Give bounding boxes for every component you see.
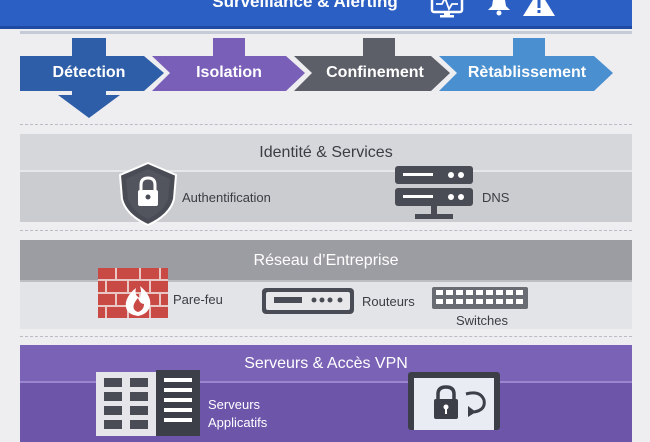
router-icon bbox=[262, 288, 354, 314]
banner-icons bbox=[430, 0, 555, 18]
switch-icon bbox=[432, 287, 528, 309]
layer-network-title: Réseau d’Entreprise bbox=[253, 252, 399, 269]
firewall-icon bbox=[98, 268, 168, 318]
item-pare-feu: Pare-feu bbox=[173, 292, 223, 307]
laptop-lock-icon bbox=[408, 372, 500, 430]
warning-icon bbox=[523, 0, 555, 16]
stage-detection bbox=[20, 38, 164, 118]
stage-confinement bbox=[294, 38, 450, 91]
item-dns: DNS bbox=[482, 190, 510, 205]
bell-icon bbox=[488, 0, 510, 16]
item-routeurs: Routeurs bbox=[362, 294, 415, 309]
item-switches: Switches bbox=[456, 313, 509, 328]
banner-divider bbox=[20, 31, 632, 34]
stage-label-retablissement: Rètablissement bbox=[467, 64, 587, 81]
stage-label-detection: Détection bbox=[52, 64, 126, 81]
layer-servers-title: Serveurs & Accès VPN bbox=[244, 355, 408, 372]
divider-2 bbox=[20, 230, 632, 231]
layer-identity-title: Identité & Services bbox=[259, 144, 393, 161]
stage-flow bbox=[20, 38, 613, 118]
shield-lock-icon bbox=[118, 161, 178, 227]
divider-3 bbox=[20, 336, 632, 337]
item-applicatifs: Applicatifs bbox=[208, 415, 268, 430]
server-rack-icon bbox=[96, 370, 200, 436]
stage-label-confinement: Confinement bbox=[326, 64, 424, 81]
item-serveurs: Serveurs bbox=[208, 397, 261, 412]
monitor-icon bbox=[430, 0, 464, 18]
stage-isolation bbox=[152, 38, 305, 91]
divider-1 bbox=[20, 124, 632, 125]
item-authentification: Authentification bbox=[182, 190, 271, 205]
banner-title: Surveillance & Alerting bbox=[212, 0, 398, 11]
stage-retablissement bbox=[439, 38, 613, 91]
server-icon bbox=[395, 166, 473, 219]
stage-label-isolation: Isolation bbox=[196, 64, 262, 81]
